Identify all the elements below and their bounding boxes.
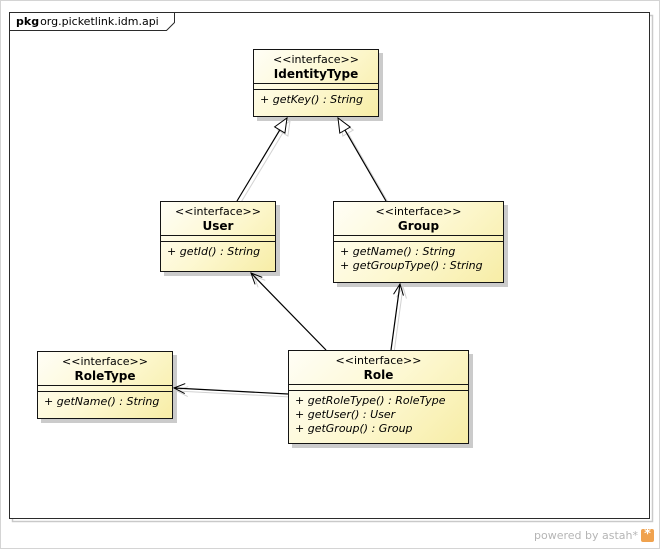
credit: powered by astah* *: [534, 529, 654, 542]
class-user[interactable]: <<interface>> User + getId() : String: [160, 201, 276, 272]
stereotype-label: <<interface>>: [335, 354, 422, 367]
association-role-to-group[interactable]: [390, 282, 404, 351]
generalization-user-to-identitytype[interactable]: [236, 116, 288, 202]
class-role[interactable]: <<interface>> Role + getRoleType() : Rol…: [288, 350, 469, 444]
class-name: Role: [363, 368, 394, 382]
association-shadow: [393, 285, 407, 354]
frame-package-name: org.picketlink.idm.api: [40, 15, 159, 28]
class-header: <<interface>> Role: [289, 351, 468, 384]
attributes-compartment: [161, 235, 275, 242]
frame-tab: [9, 12, 175, 31]
operations-compartment: + getRoleType() : RoleType + getUser() :…: [289, 391, 468, 443]
astah-logo-icon: *: [641, 529, 654, 542]
class-name: RoleType: [74, 369, 136, 383]
attributes-compartment: [334, 235, 503, 242]
operation: + getGroupType() : String: [340, 259, 483, 272]
operation: + getId() : String: [167, 245, 261, 258]
class-header: <<interface>> RoleType: [38, 352, 172, 385]
operations-compartment: + getId() : String: [161, 242, 275, 271]
operation: + getName() : String: [44, 395, 160, 408]
frame-tab-label: pkg org.picketlink.idm.api: [16, 15, 159, 28]
stereotype-label: <<interface>>: [175, 205, 261, 218]
attributes-compartment: [38, 385, 172, 392]
generalization-shadow: [239, 119, 291, 205]
class-header: <<interface>> IdentityType: [254, 50, 378, 83]
stereotype-label: <<interface>>: [62, 355, 148, 368]
operations-compartment: + getName() : String + getGroupType() : …: [334, 242, 503, 282]
generalization-shadow: [340, 119, 390, 205]
attributes-compartment: [254, 83, 378, 90]
frame-keyword: pkg: [16, 15, 40, 28]
class-identitytype[interactable]: <<interface>> IdentityType + getKey() : …: [253, 49, 379, 117]
operation: + getRoleType() : RoleType: [295, 394, 446, 407]
class-name: Group: [397, 219, 440, 233]
generalization-group-to-identitytype[interactable]: [337, 116, 387, 202]
stereotype-label: <<interface>>: [375, 205, 462, 218]
association-shadow: [175, 386, 292, 398]
association-role-to-roletype[interactable]: [172, 383, 289, 395]
operation: + getUser() : User: [295, 408, 396, 421]
association-role-to-user[interactable]: [250, 272, 327, 351]
operations-compartment: + getKey() : String: [254, 90, 378, 116]
operation: + getKey() : String: [260, 93, 363, 106]
class-header: <<interface>> Group: [334, 202, 503, 235]
attributes-compartment: [289, 384, 468, 391]
operation: + getName() : String: [340, 245, 456, 258]
class-name: User: [202, 219, 234, 233]
credit-text: powered by astah*: [534, 529, 638, 542]
class-name: IdentityType: [273, 67, 359, 81]
stereotype-label: <<interface>>: [273, 53, 359, 66]
class-header: <<interface>> User: [161, 202, 275, 235]
class-group[interactable]: <<interface>> Group + getName() : String…: [333, 201, 504, 283]
operation: + getGroup() : Group: [295, 422, 413, 435]
class-roletype[interactable]: <<interface>> RoleType + getName() : Str…: [37, 351, 173, 419]
operations-compartment: + getName() : String: [38, 392, 172, 418]
